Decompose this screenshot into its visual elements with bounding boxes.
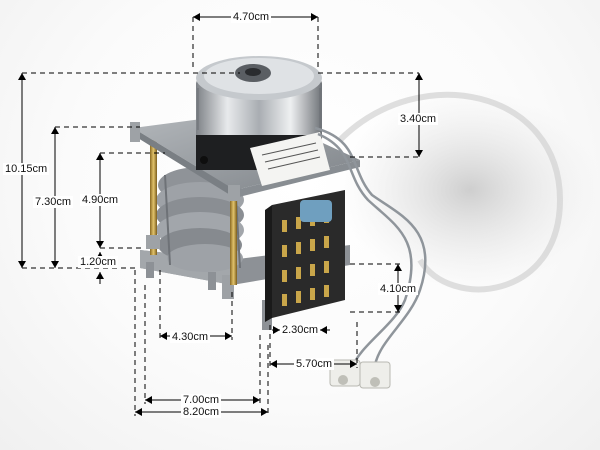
dim-terminal-depth: 2.30cm xyxy=(280,324,321,336)
dim-body-height: 7.30cm xyxy=(33,196,74,208)
terminal-block xyxy=(265,190,345,322)
wire-shadow xyxy=(337,91,564,293)
dim-wire-offset: 5.70cm xyxy=(294,358,335,370)
motor-label xyxy=(250,132,330,186)
dim-motor-height: 3.40cm xyxy=(398,113,439,125)
rod-right xyxy=(230,195,237,285)
dim-terminal-height: 4.10cm xyxy=(378,283,419,295)
dim-base-height: 1.20cm xyxy=(78,256,119,268)
rod-left xyxy=(150,140,157,255)
switch-actuator xyxy=(300,200,332,222)
dim-cam-stack-height: 4.90cm xyxy=(80,194,121,206)
dim-total-height: 10.15cm xyxy=(3,163,50,175)
dim-base-width-inner: 7.00cm xyxy=(181,394,222,406)
dim-top-width: 4.70cm xyxy=(231,11,272,23)
dim-cam-width: 4.30cm xyxy=(170,331,211,343)
dim-base-width-outer: 8.20cm xyxy=(181,406,222,418)
cam-stack xyxy=(156,167,244,272)
